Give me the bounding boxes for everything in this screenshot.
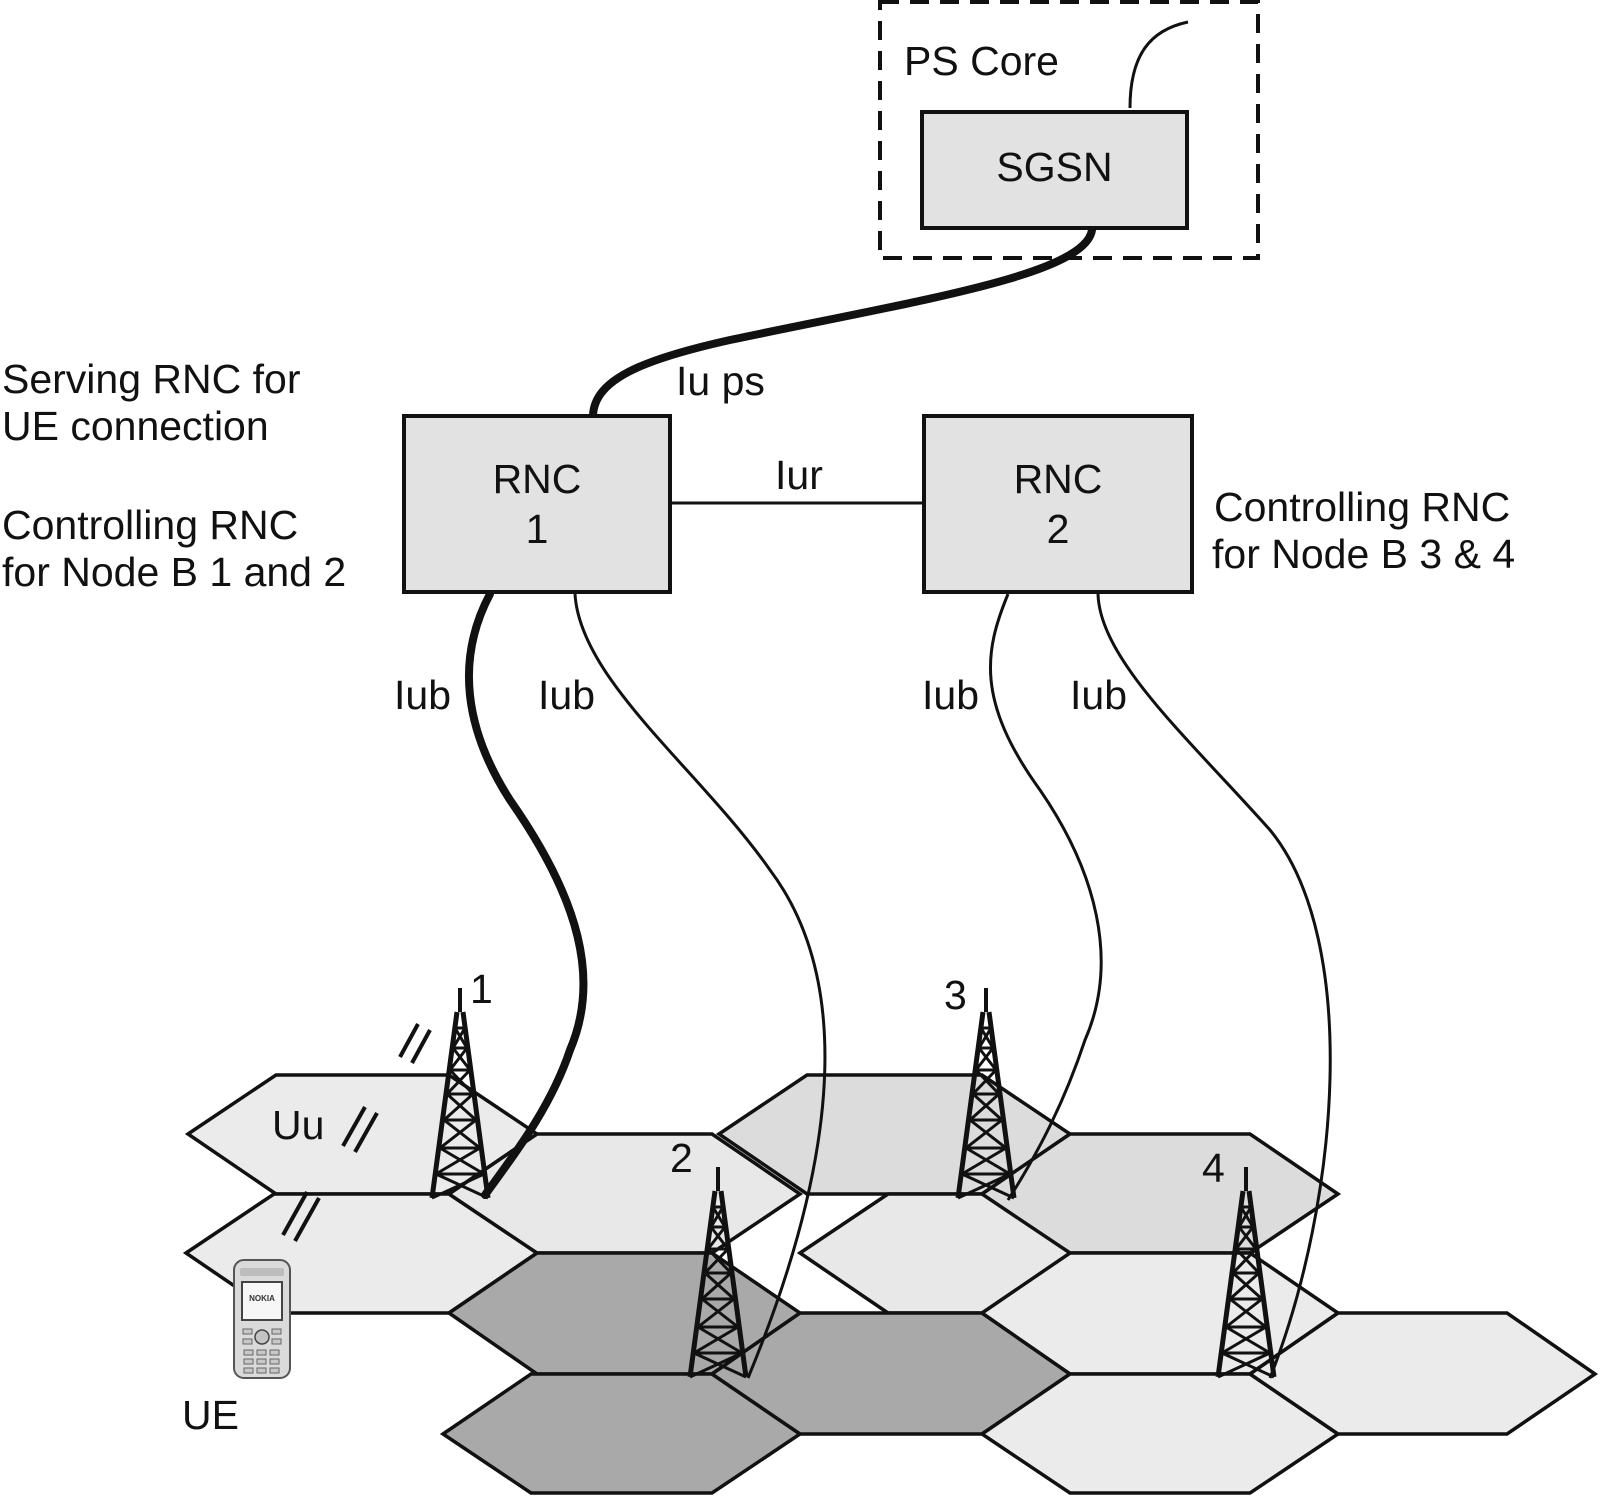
sgsn-external-link (1128, 20, 1189, 109)
controlling-rnc2-annotation-line2: for Node B 3 & 4 (1212, 531, 1516, 577)
iub-label-4: Iub (1070, 672, 1127, 718)
iub-label-3: Iub (922, 672, 979, 718)
sgsn-label[interactable]: SGSN (996, 144, 1113, 190)
ps-core-label: PS Core (904, 38, 1059, 84)
iub-link-node-b-1 (465, 590, 588, 1199)
iub-link-node-b-3 (989, 593, 1103, 1201)
serving-rnc-annotation-line1: Serving RNC for (2, 356, 301, 402)
iu-ps-link (589, 226, 1096, 419)
controlling-rnc1-annotation-line2: for Node B 1 and 2 (2, 549, 347, 595)
rnc1-label-line2[interactable]: 1 (525, 506, 549, 552)
rnc1-label-line1[interactable]: RNC (492, 456, 582, 502)
uu-label: Uu (272, 1102, 325, 1148)
node-b-3-label: 3 (944, 972, 967, 1018)
controlling-rnc1-annotation-line1: Controlling RNC (2, 502, 299, 548)
serving-rnc-annotation-line2: UE connection (2, 403, 269, 449)
rnc2-label-line1[interactable]: RNC (1013, 456, 1103, 502)
iu-ps-label: Iu ps (676, 358, 765, 404)
controlling-rnc2-annotation-line1: Controlling RNC (1214, 484, 1511, 530)
ue-phone-brand: NOKIA (249, 1294, 275, 1303)
iur-label: Iur (775, 452, 823, 498)
rnc1-box[interactable] (402, 414, 672, 594)
rnc2-box[interactable] (922, 414, 1194, 594)
sgsn-box[interactable] (920, 110, 1189, 230)
node-b-4-label: 4 (1202, 1145, 1225, 1191)
iub-link-node-b-2 (573, 593, 827, 1379)
rnc2-label-line2[interactable]: 2 (1046, 506, 1070, 552)
node-b-1-label: 1 (470, 966, 493, 1012)
ue-label: UE (182, 1392, 239, 1438)
cell-far-right (1246, 1311, 1599, 1436)
iub-label-2: Iub (538, 672, 595, 718)
iub-link-node-b-4 (1096, 593, 1332, 1379)
node-b-2-label: 2 (670, 1135, 693, 1181)
iub-label-1: Iub (394, 672, 451, 718)
uu-radio-link (281, 1023, 432, 1242)
ue-phone-icon[interactable]: NOKIA (233, 1259, 291, 1379)
cell-grid (182, 1073, 1599, 1495)
